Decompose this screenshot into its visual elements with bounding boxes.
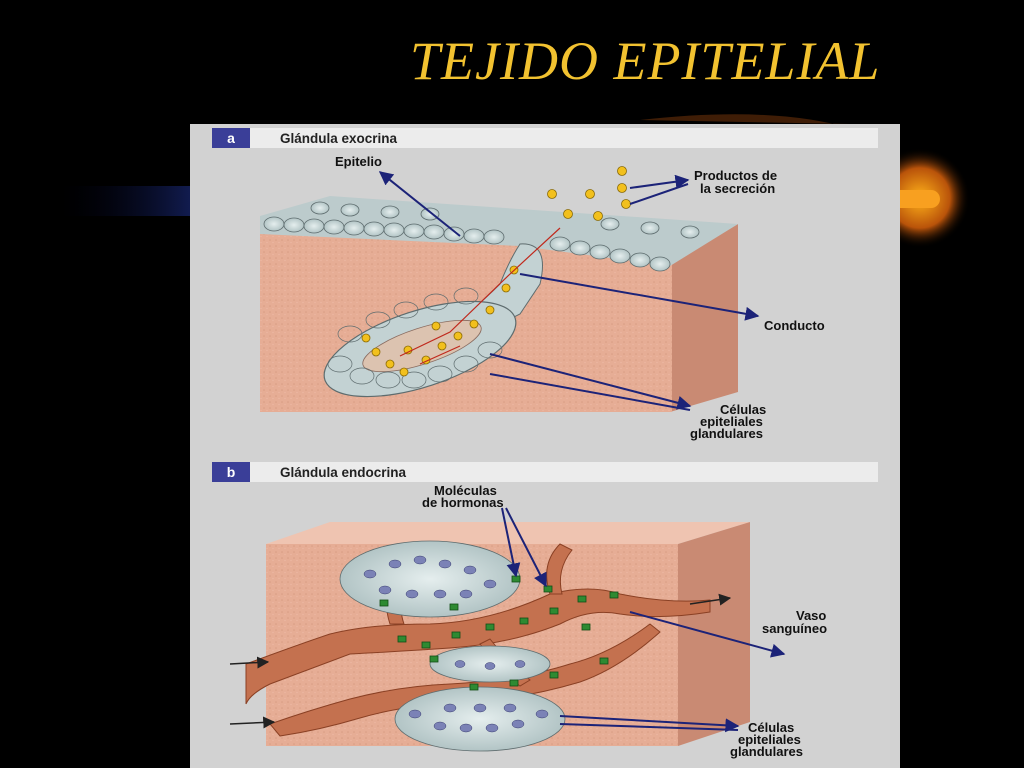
hormone-molecules bbox=[379, 575, 619, 691]
label-productos-2: la secreción bbox=[700, 181, 775, 196]
moleculas-pointer-1 bbox=[501, 507, 521, 578]
label-celulas-b-1: Células bbox=[748, 720, 794, 735]
label-celulas-a-3: glandulares bbox=[690, 426, 763, 441]
slide-title: TEJIDO EPITELIAL bbox=[410, 31, 881, 91]
acinar-cells bbox=[327, 287, 503, 389]
panel-b: b Glándula endocrina bbox=[212, 462, 878, 759]
panel-b-badge-text: b bbox=[227, 464, 236, 480]
conducto-pointer bbox=[519, 273, 760, 321]
panel-b-header-bar bbox=[212, 462, 878, 482]
panel-a-badge-text: a bbox=[227, 130, 235, 146]
panel-b-heading: Glándula endocrina bbox=[280, 465, 407, 480]
tissue-block-side bbox=[670, 224, 738, 412]
label-moleculas-2: de hormonas bbox=[422, 495, 504, 510]
panel-a-badge bbox=[212, 128, 250, 148]
blood-inflow-arrow-2 bbox=[229, 716, 276, 729]
panel-a-heading: Glándula exocrina bbox=[280, 131, 398, 146]
epitelio-pointer bbox=[378, 171, 461, 237]
panel-a-header-bar bbox=[212, 128, 878, 148]
label-conducto: Conducto bbox=[764, 318, 825, 333]
vaso-pointer bbox=[629, 611, 786, 658]
cell-nuclei bbox=[363, 555, 549, 733]
label-productos-1: Productos de bbox=[694, 168, 777, 183]
label-celulas-b-3: glandulares bbox=[730, 744, 803, 759]
endocrine-cells bbox=[339, 540, 566, 752]
epithelium-cells bbox=[263, 201, 700, 272]
panel-b-badge bbox=[212, 462, 250, 482]
celulas-a-pointer-1 bbox=[489, 353, 692, 410]
label-vaso-2: sanguíneo bbox=[762, 621, 827, 636]
label-celulas-a-2: epiteliales bbox=[700, 414, 763, 429]
moleculas-pointer-2 bbox=[505, 507, 547, 588]
productos-pointer-1 bbox=[629, 174, 690, 189]
blood-outflow-arrow bbox=[689, 593, 732, 606]
label-vaso-1: Vaso bbox=[796, 608, 826, 623]
celulas-b-pointer-1 bbox=[559, 715, 740, 733]
blood-inflow-arrow-1 bbox=[229, 656, 270, 669]
gland-diagram: a Glándula exocrina bbox=[212, 128, 878, 759]
label-celulas-a-1: Células bbox=[720, 402, 766, 417]
label-celulas-b-2: epiteliales bbox=[738, 732, 801, 747]
label-moleculas-1: Moléculas bbox=[434, 483, 497, 498]
gland-figure: a Glándula exocrina bbox=[190, 124, 900, 768]
label-epitelio: Epitelio bbox=[335, 154, 382, 169]
panel-a: a Glándula exocrina bbox=[212, 128, 878, 441]
secretion-flow-arrows bbox=[399, 227, 561, 365]
